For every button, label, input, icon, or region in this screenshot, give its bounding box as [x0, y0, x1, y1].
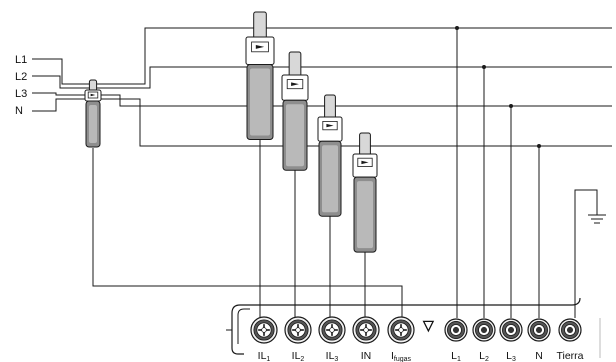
- input-label-l3: L3: [15, 88, 27, 100]
- warning-icon: ▽: [422, 317, 435, 333]
- current-terminal[interactable]: [387, 316, 415, 344]
- current-terminal[interactable]: [284, 316, 312, 344]
- current-terminal-label: IL2: [292, 350, 305, 362]
- current-terminal-label: IN: [361, 350, 372, 362]
- voltage-terminal-label: L1: [451, 350, 461, 362]
- terminals: [250, 316, 582, 344]
- junction-dots: [455, 26, 541, 148]
- wire-l1: [32, 27, 612, 85]
- voltage-terminal[interactable]: [499, 318, 523, 342]
- junction-dot: [509, 104, 513, 108]
- clamp-il2: [281, 51, 309, 171]
- ground-icon: [588, 214, 606, 224]
- junction-dot: [482, 65, 486, 69]
- current-terminal[interactable]: [318, 316, 346, 344]
- instrument-panel: [226, 297, 601, 358]
- current-terminal-label: IL1: [258, 350, 271, 362]
- clamp-in: [352, 132, 378, 253]
- wire-l2: [32, 66, 612, 89]
- current-terminal-label: Ifugas: [391, 350, 412, 362]
- leakage-lead: [92, 148, 403, 318]
- current-terminal[interactable]: [352, 316, 380, 344]
- clamp-il1: [245, 11, 275, 140]
- earth-lead: [574, 189, 598, 318]
- junction-dot: [455, 26, 459, 30]
- input-labels: L1 L2 L3 N: [15, 54, 27, 117]
- voltage-terminal[interactable]: [527, 318, 551, 342]
- input-label-n: N: [15, 105, 23, 117]
- voltage-terminal[interactable]: [558, 318, 582, 342]
- current-clamps: [84, 11, 378, 253]
- clamp-leakage: [84, 79, 102, 148]
- voltage-terminal-label: L2: [479, 350, 489, 362]
- input-label-l1: L1: [15, 54, 27, 66]
- voltage-terminal-label: Tierra: [556, 350, 583, 362]
- current-terminal-label: IL3: [326, 350, 339, 362]
- clamp-il3: [317, 94, 343, 217]
- input-label-l2: L2: [15, 71, 27, 83]
- voltage-terminal[interactable]: [472, 318, 496, 342]
- voltage-terminal[interactable]: [444, 318, 468, 342]
- voltage-terminal-label: L3: [506, 350, 516, 362]
- voltage-terminal-label: N: [535, 350, 543, 362]
- current-terminal[interactable]: [250, 316, 278, 344]
- line-wires: [32, 27, 612, 318]
- junction-dot: [537, 144, 541, 148]
- terminal-labels: IL1 IL2 IL3 IN Ifugas L1 L2 L3 N Tierra: [258, 350, 584, 362]
